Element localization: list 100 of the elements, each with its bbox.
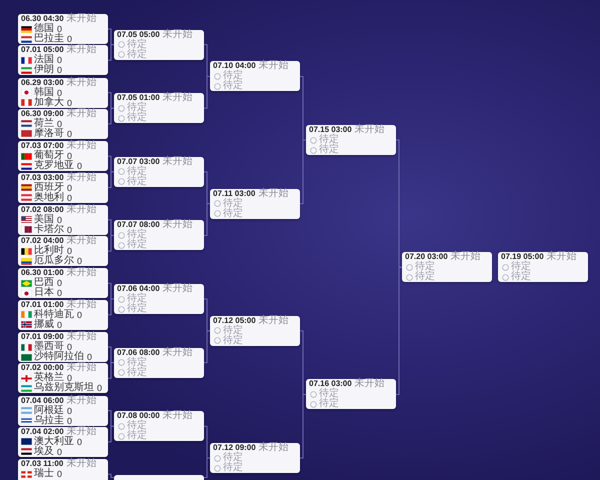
- match-card: [18, 45, 108, 76]
- team-name: 埃及: [34, 446, 54, 457]
- match-time: 07.10 04:00: [213, 61, 256, 70]
- team-name: 待定: [223, 198, 243, 209]
- match-time: 07.20 03:00: [405, 252, 448, 262]
- match-status: 未开始: [162, 411, 193, 422]
- score: 0: [67, 34, 72, 44]
- team-name: 待定: [127, 240, 147, 250]
- score: 0: [87, 352, 92, 362]
- match-card: [402, 252, 492, 282]
- match-card: [18, 300, 108, 330]
- bracket-line: [108, 108, 114, 124]
- team-name: 待定: [127, 113, 147, 124]
- team-name: 待定: [223, 81, 243, 92]
- match-time: 07.06 04:00: [117, 284, 160, 294]
- score: 0: [67, 128, 72, 139]
- score: 0: [57, 55, 62, 66]
- score: 0: [57, 65, 62, 76]
- team-name: 待定: [223, 208, 243, 219]
- team-name: 挪威: [34, 320, 54, 330]
- score: 0: [57, 278, 62, 288]
- bracket-line: [204, 458, 210, 478]
- match-status: 未开始: [66, 78, 97, 88]
- score: 0: [57, 469, 62, 480]
- score: 0: [57, 288, 62, 298]
- match-time: 07.04 02:00: [21, 426, 64, 436]
- bracket-line: [108, 410, 114, 427]
- team-name: 摩洛哥: [34, 128, 64, 139]
- score: 0: [57, 24, 62, 34]
- match-card: [210, 316, 300, 346]
- score: 0: [57, 88, 62, 98]
- score: 0: [77, 310, 82, 320]
- match-card: [18, 172, 108, 202]
- score: 0: [67, 98, 72, 108]
- match-card: [114, 30, 204, 60]
- match-time: 06.30 09:00: [21, 108, 64, 118]
- team-name: 墨西哥: [34, 342, 64, 352]
- team-name: 待定: [127, 304, 147, 314]
- score: 0: [57, 214, 62, 225]
- match-status: 未开始: [162, 284, 193, 294]
- match-status: 未开始: [66, 236, 97, 246]
- match-status: 未开始: [66, 426, 97, 437]
- match-time: 07.01 01:00: [21, 300, 64, 309]
- team-name: 待定: [319, 145, 339, 156]
- match-time: 07.03 03:00: [21, 172, 64, 182]
- match-time: 06.30 04:30: [21, 14, 64, 23]
- match-time: 07.11 03:00: [213, 188, 256, 198]
- team-name: 巴拉圭: [34, 34, 64, 44]
- match-card: [18, 396, 108, 426]
- team-name: 英格兰: [34, 373, 64, 384]
- team-name: 伊朗: [34, 65, 54, 76]
- team-name: 荷兰: [34, 118, 54, 129]
- bracket-line: [396, 266, 402, 395]
- match-time: 07.08 00:00: [117, 411, 160, 420]
- bracket-line: [108, 156, 114, 172]
- match-time: 07.07 03:00: [117, 156, 160, 166]
- score: 0: [67, 151, 72, 162]
- score: 0: [77, 161, 82, 172]
- match-status: 未开始: [66, 396, 97, 406]
- match-status: 未开始: [66, 332, 97, 342]
- team-name: 加拿大: [34, 98, 64, 108]
- match-time: 07.02 04:00: [21, 236, 64, 246]
- score: 0: [77, 436, 82, 447]
- match-card: [210, 443, 300, 474]
- team-name: 待定: [223, 326, 243, 336]
- match-status: 未开始: [66, 172, 97, 182]
- match-time: 06.30 01:00: [21, 268, 64, 278]
- match-status: 未开始: [162, 93, 193, 104]
- match-time: 07.06 08:00: [117, 348, 160, 357]
- match-status: 未开始: [258, 443, 289, 454]
- match-time: 07.07 08:00: [117, 220, 160, 230]
- match-status: 未开始: [162, 220, 193, 230]
- team-name: 待定: [223, 463, 243, 474]
- match-time: 07.02 08:00: [21, 204, 64, 214]
- score: 0: [67, 192, 72, 202]
- match-time: 07.05 05:00: [117, 30, 160, 39]
- score: 0: [97, 383, 102, 394]
- match-card: [18, 332, 108, 362]
- match-time: 07.02 00:00: [21, 363, 64, 372]
- match-card: [18, 236, 108, 266]
- match-card: [114, 220, 204, 250]
- score: 0: [77, 256, 82, 266]
- team-name: 西班牙: [34, 182, 64, 192]
- match-time: 07.15 03:00: [309, 125, 352, 134]
- bracket-line: [204, 298, 210, 332]
- bracket-line: [204, 44, 210, 77]
- bracket-line: [108, 44, 114, 61]
- bracket-line: [108, 426, 114, 442]
- match-status: 未开始: [354, 379, 385, 390]
- match-status: 未开始: [66, 268, 97, 278]
- match-card: [18, 108, 108, 139]
- match-status: 未开始: [258, 316, 289, 326]
- match-status: 未开始: [354, 125, 385, 136]
- score: 0: [57, 118, 62, 129]
- bracket-line: [204, 203, 210, 236]
- match-card: [114, 284, 204, 314]
- team-name: 美国: [34, 214, 54, 225]
- match-time: 07.01 09:00: [21, 332, 64, 341]
- bracket-line: [108, 219, 114, 236]
- match-status: 未开始: [162, 30, 193, 40]
